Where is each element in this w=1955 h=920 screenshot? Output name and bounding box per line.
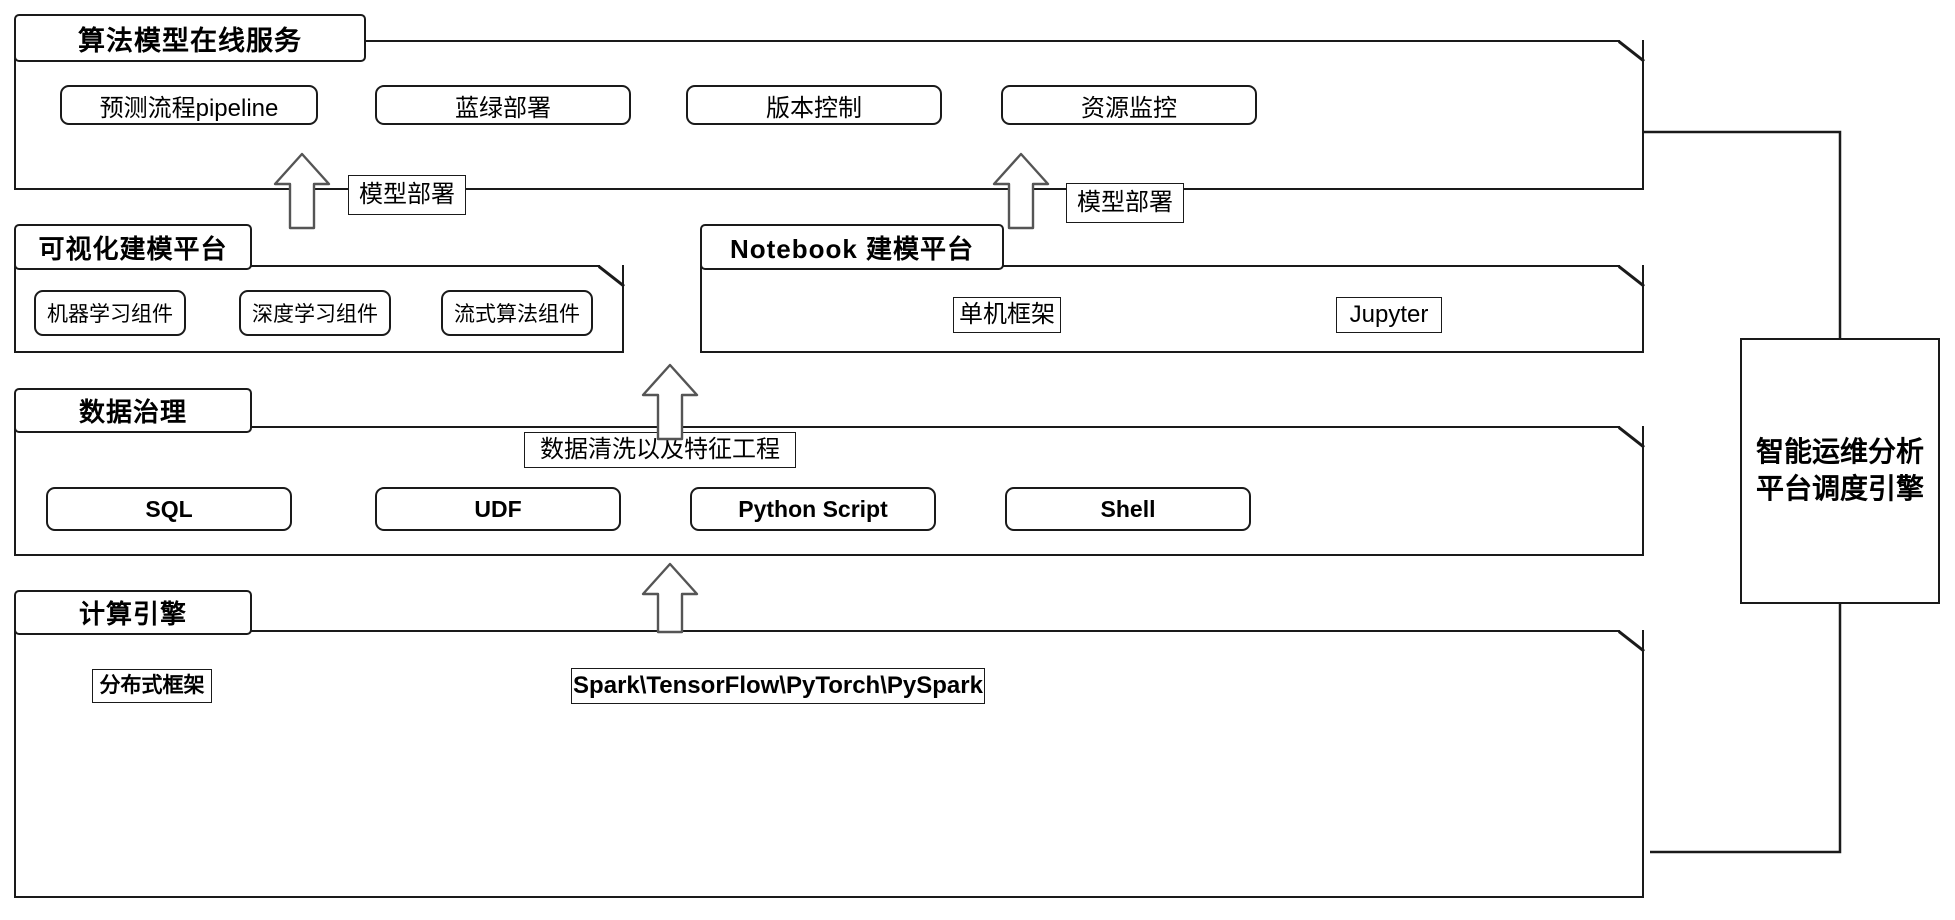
chip-standalone-framework[interactable]: 单机框架 xyxy=(953,297,1061,333)
layer-top-edge-data-governance xyxy=(14,426,1620,428)
layer-panel-notebook-modeling xyxy=(700,265,1644,353)
chip-distributed-framework[interactable]: 分布式框架 xyxy=(92,669,212,703)
side-box-scheduling-engine[interactable]: 智能运维分析平台调度引擎 xyxy=(1740,338,1940,604)
layer-top-edge-online-service xyxy=(14,40,1620,42)
chip-shell[interactable]: Shell xyxy=(1005,487,1251,531)
layer-title-data-governance: 数据治理 xyxy=(14,388,252,433)
chip-spark-tensorflow-pytorch-pyspark[interactable]: Spark\TensorFlow\PyTorch\PySpark xyxy=(571,668,985,704)
chip-sql[interactable]: SQL xyxy=(46,487,292,531)
chip-dl-components[interactable]: 深度学习组件 xyxy=(239,290,391,336)
arrow-up-model-deploy-right xyxy=(991,152,1051,230)
layer-top-edge-compute-engine xyxy=(14,630,1620,632)
layer-top-edge-visual-modeling xyxy=(14,265,600,267)
side-box-label: 智能运维分析平台调度引擎 xyxy=(1755,436,1924,504)
chip-python-script[interactable]: Python Script xyxy=(690,487,936,531)
chip-version-control[interactable]: 版本控制 xyxy=(686,85,942,125)
label-model-deploy-left: 模型部署 xyxy=(348,175,466,215)
arrow-up-model-deploy-left xyxy=(272,152,332,230)
chip-streaming-components[interactable]: 流式算法组件 xyxy=(441,290,593,336)
chip-prediction-pipeline[interactable]: 预测流程pipeline xyxy=(60,85,318,125)
layer-top-edge-notebook-modeling xyxy=(700,265,1620,267)
layer-title-notebook-modeling: Notebook 建模平台 xyxy=(700,224,1004,270)
layer-title-online-service: 算法模型在线服务 xyxy=(14,14,366,62)
chip-blue-green-deploy[interactable]: 蓝绿部署 xyxy=(375,85,631,125)
arrow-up-compute-to-governance xyxy=(640,562,700,634)
arrow-up-data-clean xyxy=(640,363,700,441)
chip-ml-components[interactable]: 机器学习组件 xyxy=(34,290,186,336)
chip-udf[interactable]: UDF xyxy=(375,487,621,531)
chip-jupyter[interactable]: Jupyter xyxy=(1336,297,1442,333)
chip-resource-monitor[interactable]: 资源监控 xyxy=(1001,85,1257,125)
label-model-deploy-right: 模型部署 xyxy=(1066,183,1184,223)
layer-title-compute-engine: 计算引擎 xyxy=(14,590,252,635)
layer-title-visual-modeling: 可视化建模平台 xyxy=(14,224,252,270)
